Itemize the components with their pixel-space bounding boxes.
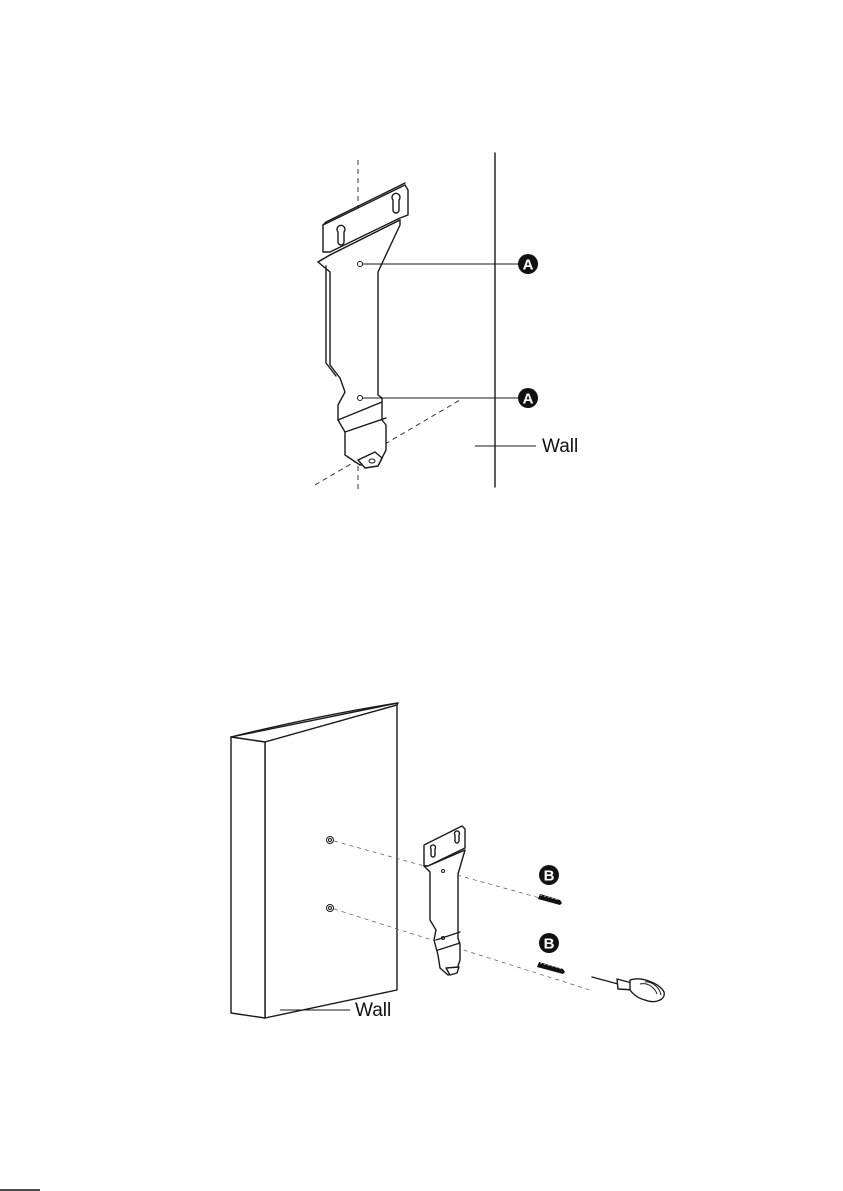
svg-text:B: B xyxy=(544,936,555,953)
bottom-figure: B B Wall xyxy=(231,703,664,1021)
screw-upper xyxy=(538,894,562,905)
bracket-top-view xyxy=(318,183,408,468)
bracket-bottom-view xyxy=(424,826,465,975)
callout-badge-a2: A xyxy=(518,388,538,408)
svg-text:B: B xyxy=(544,868,555,885)
svg-text:A: A xyxy=(523,257,534,274)
screwdriver-icon xyxy=(592,977,664,1002)
callout-badge-a1: A xyxy=(518,254,538,274)
top-figure: A A Wall xyxy=(315,153,578,490)
svg-text:A: A xyxy=(523,391,534,408)
wall-label-top: Wall xyxy=(542,436,578,457)
wall-block xyxy=(231,703,398,1018)
wall-label-bottom: Wall xyxy=(355,1000,391,1021)
screw-lower xyxy=(537,962,565,974)
callout-badge-b1: B xyxy=(539,865,559,885)
callout-badge-b2: B xyxy=(539,933,559,953)
floor-dashed-line xyxy=(315,400,460,485)
